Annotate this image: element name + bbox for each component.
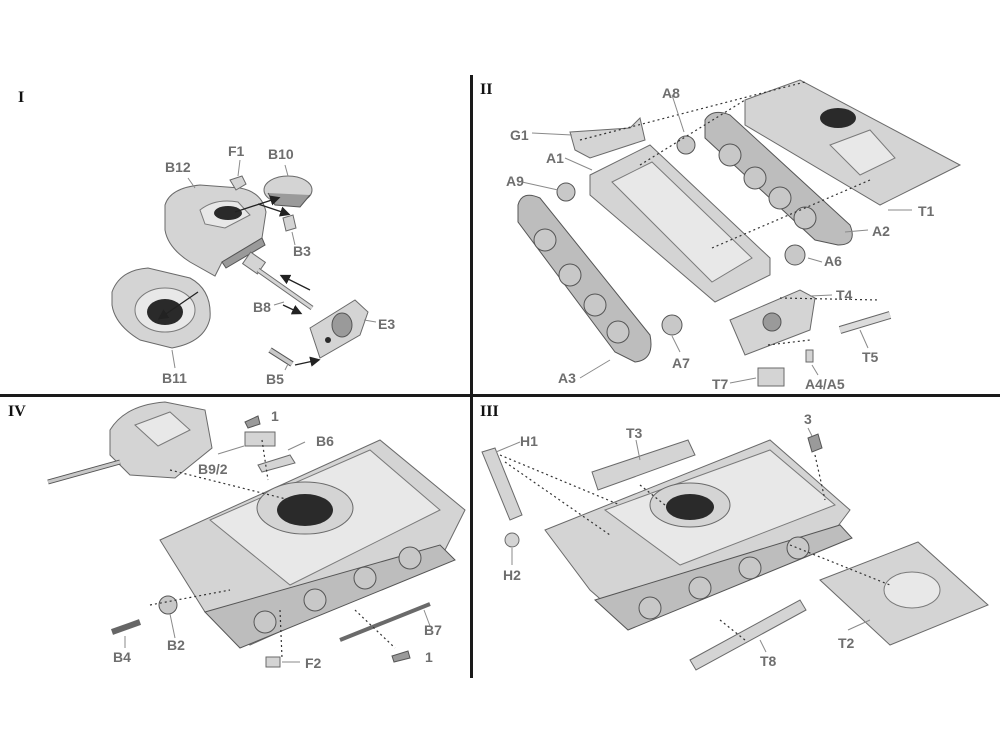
label-a8: A8 bbox=[662, 85, 680, 101]
iv-turret-assembly bbox=[47, 401, 213, 485]
iv-part-1-top bbox=[244, 415, 261, 429]
b3-part bbox=[282, 214, 297, 232]
panel-i-artwork bbox=[111, 159, 377, 371]
iii-t2-floor-plate-part bbox=[819, 541, 989, 646]
iii-h1-plate-part bbox=[481, 447, 523, 521]
label-t4: T4 bbox=[836, 287, 853, 303]
label-e3: E3 bbox=[378, 316, 396, 332]
label-iv-1-top: 1 bbox=[271, 408, 279, 424]
label-iv-1-bottom: 1 bbox=[425, 649, 433, 665]
label-b8: B8 bbox=[253, 299, 271, 315]
label-t1: T1 bbox=[918, 203, 935, 219]
a2-right-track-part bbox=[704, 111, 853, 246]
a7-wheel-part bbox=[661, 314, 683, 336]
label-a7: A7 bbox=[672, 355, 690, 371]
iii-part-3 bbox=[807, 433, 823, 453]
label-a6: A6 bbox=[824, 253, 842, 269]
turret-shell-part bbox=[164, 184, 267, 277]
label-t8: T8 bbox=[760, 653, 777, 669]
iv-b2-wheel-part bbox=[158, 595, 178, 615]
label-g1: G1 bbox=[510, 127, 529, 143]
panel-iv-artwork bbox=[47, 401, 466, 668]
a4-a5-part bbox=[805, 349, 814, 363]
b8-barrel-part bbox=[241, 251, 314, 311]
lower-hull-part bbox=[589, 144, 771, 303]
label-h1: H1 bbox=[520, 433, 538, 449]
label-b2: B2 bbox=[167, 637, 185, 653]
iv-b4-part bbox=[110, 619, 142, 635]
iv-b6-part bbox=[244, 431, 276, 447]
iii-hull-assembly bbox=[544, 439, 853, 631]
iii-h2-part bbox=[504, 532, 520, 548]
label-a3: A3 bbox=[558, 370, 576, 386]
g1-bracket-part bbox=[569, 117, 646, 159]
b5-part bbox=[268, 347, 294, 367]
label-a2: A2 bbox=[872, 223, 890, 239]
iv-b7-rod-part bbox=[339, 602, 431, 642]
iv-f2-part bbox=[265, 656, 281, 668]
panel-ii-numeral: II bbox=[480, 81, 493, 98]
iv-part-1-bottom bbox=[391, 650, 411, 663]
horizontal-divider bbox=[0, 394, 1000, 397]
a9-sprocket-part bbox=[556, 182, 576, 202]
label-t2: T2 bbox=[838, 635, 855, 651]
label-b9-2: B9/2 bbox=[198, 461, 228, 477]
label-b12: B12 bbox=[165, 159, 191, 175]
f1-part bbox=[229, 175, 247, 191]
label-t3: T3 bbox=[626, 425, 643, 441]
label-b10: B10 bbox=[268, 146, 294, 162]
panel-iii-numeral: III bbox=[480, 403, 499, 420]
label-a9: A9 bbox=[506, 173, 524, 189]
a6-wheel-part bbox=[784, 244, 806, 266]
label-b4: B4 bbox=[113, 649, 131, 665]
t7-box-part bbox=[757, 367, 785, 387]
iv-hull-assembly bbox=[159, 439, 466, 649]
iv-b9-part bbox=[257, 454, 296, 473]
label-b11: B11 bbox=[162, 370, 187, 386]
b11-base-ring-part bbox=[111, 267, 211, 349]
a8-sprocket-part bbox=[676, 135, 696, 155]
label-b5: B5 bbox=[266, 371, 284, 387]
panel-ii-artwork bbox=[517, 79, 962, 387]
label-h2: H2 bbox=[503, 567, 521, 583]
label-b7: B7 bbox=[424, 622, 442, 638]
b10-hatch-part bbox=[263, 175, 313, 208]
iii-t8-rail-part bbox=[689, 599, 807, 671]
panel-iii-artwork bbox=[481, 427, 989, 671]
label-a4-a5: A4/A5 bbox=[805, 376, 845, 392]
t5-exhaust-part bbox=[838, 311, 892, 334]
panel-iv-numeral: IV bbox=[8, 403, 26, 420]
label-iii-3: 3 bbox=[804, 411, 812, 427]
iii-t3-plate-part bbox=[591, 439, 696, 491]
label-t5: T5 bbox=[862, 349, 879, 365]
e3-mantlet-part bbox=[309, 299, 369, 359]
label-t7: T7 bbox=[712, 376, 729, 392]
label-b6: B6 bbox=[316, 433, 334, 449]
label-f2: F2 bbox=[305, 655, 322, 671]
label-f1: F1 bbox=[228, 143, 245, 159]
label-b3: B3 bbox=[293, 243, 311, 259]
a3-left-track-part bbox=[517, 194, 652, 363]
vertical-divider bbox=[470, 75, 473, 678]
t4-rear-plate-part bbox=[729, 289, 816, 356]
label-a1: A1 bbox=[546, 150, 564, 166]
t1-upper-hull-part bbox=[744, 79, 962, 206]
panel-i-numeral: I bbox=[18, 89, 25, 106]
